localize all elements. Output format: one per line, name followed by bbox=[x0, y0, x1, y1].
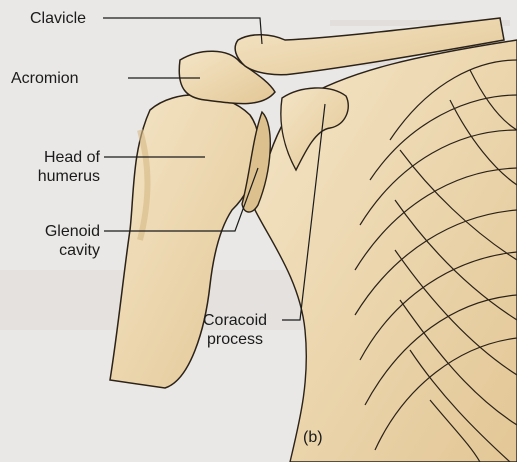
label-head-of-humerus: Head of humerus bbox=[22, 148, 100, 186]
label-coracoid-process: Coracoid process bbox=[188, 311, 282, 349]
label-head-of-humerus-line-2: humerus bbox=[22, 167, 100, 186]
label-acromion: Acromion bbox=[11, 69, 79, 88]
label-clavicle: Clavicle bbox=[30, 9, 86, 28]
label-glenoid-cavity-line-1: Glenoid bbox=[26, 222, 100, 241]
label-head-of-humerus-line-1: Head of bbox=[22, 148, 100, 167]
label-coracoid-process-line-2: process bbox=[188, 330, 282, 349]
label-coracoid-process-line-1: Coracoid bbox=[188, 311, 282, 330]
label-glenoid-cavity-line-2: cavity bbox=[26, 241, 100, 260]
figure-tag: (b) bbox=[303, 428, 323, 447]
label-glenoid-cavity: Glenoid cavity bbox=[26, 222, 100, 260]
